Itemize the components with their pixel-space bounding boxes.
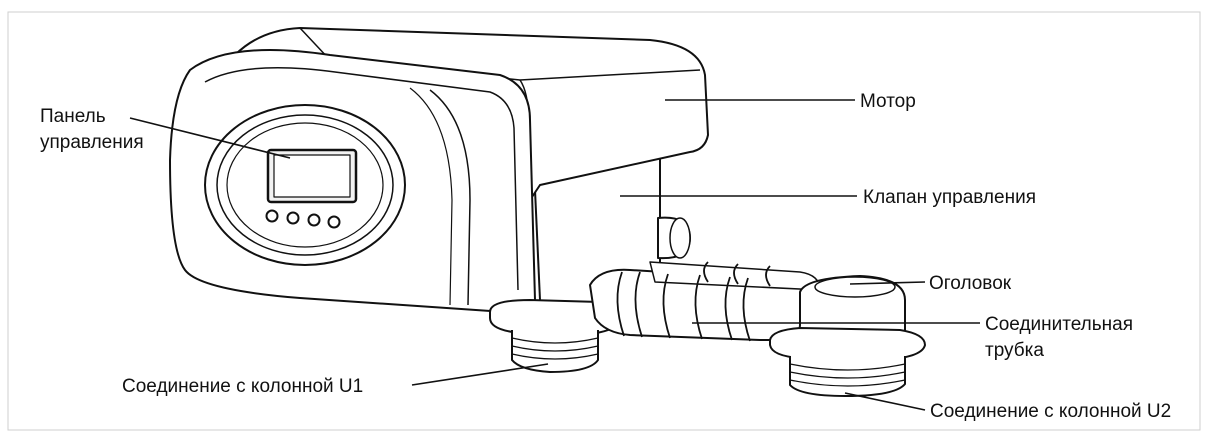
panel-button-1 — [265, 209, 279, 223]
panel-button-2 — [286, 211, 300, 225]
label-column-connection-u2: Соединение с колонной U2 — [930, 401, 1171, 422]
label-control-panel-line2: управления — [40, 132, 144, 153]
rear-port-face — [669, 217, 691, 259]
display-screen-glass — [273, 154, 351, 198]
leader-u2 — [844, 392, 926, 411]
front-cover-inner — [204, 67, 519, 291]
u2-flange — [769, 327, 926, 361]
diagram-frame — [7, 11, 1201, 431]
leader-u1 — [411, 363, 549, 386]
u2-thread — [789, 356, 906, 397]
label-control-panel-line1: Панель — [40, 106, 106, 127]
label-motor: Мотор — [860, 91, 916, 112]
leader-head — [849, 281, 926, 285]
valve-illustration — [169, 27, 926, 397]
panel-button-3 — [307, 213, 321, 227]
head-cap-top — [814, 276, 896, 298]
label-column-connection-u1: Соединение с колонной U1 — [122, 376, 363, 397]
front-cover-curve — [409, 87, 453, 306]
label-connecting-tube-line1: Соединительная — [985, 314, 1133, 335]
valve-body-side — [534, 189, 541, 301]
front-cover-side — [429, 89, 471, 306]
tube-rings — [616, 261, 771, 342]
leader-lines — [129, 99, 980, 411]
label-connecting-tube-line2: трубка — [985, 340, 1044, 361]
panel-button-4 — [327, 215, 341, 229]
leader-control-panel — [129, 117, 291, 159]
label-head: Оголовок — [929, 273, 1012, 294]
label-control-valve: Клапан управления — [863, 187, 1036, 208]
